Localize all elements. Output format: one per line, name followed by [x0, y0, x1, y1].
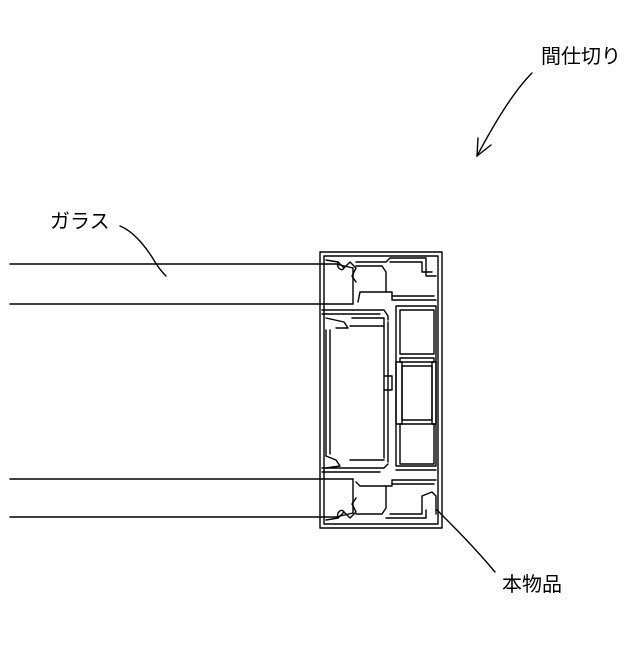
- upper-glass-pane: [10, 264, 353, 304]
- partition-leader-arrow: [477, 73, 532, 156]
- lower-glass-pane: [10, 479, 353, 517]
- partition-label: 間仕切り: [541, 46, 621, 66]
- core-chambers: [396, 306, 436, 470]
- glass-label: ガラス: [50, 211, 110, 231]
- frame-profile: [320, 252, 442, 528]
- product-label: 本物品: [502, 574, 562, 594]
- product-leader-line: [437, 510, 495, 572]
- glass-leader-line: [120, 226, 166, 276]
